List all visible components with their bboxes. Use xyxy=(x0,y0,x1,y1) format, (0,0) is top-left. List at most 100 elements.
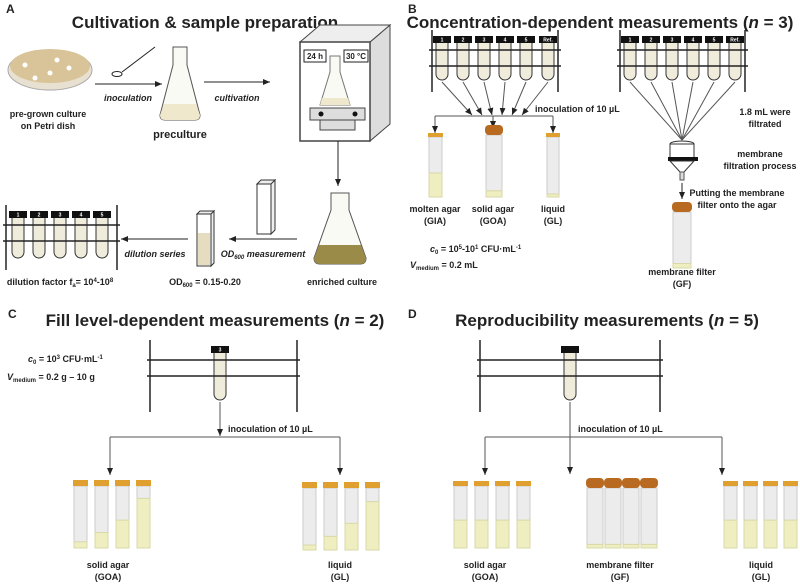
vial-fill xyxy=(94,532,109,549)
tube-number: Ref. xyxy=(730,38,740,44)
vial-cap xyxy=(323,482,338,488)
tube-number: 2 xyxy=(462,38,465,44)
filtrated-label-2: filtrated xyxy=(748,119,781,129)
vial-cap xyxy=(763,481,778,486)
vial-tube xyxy=(672,211,692,269)
gl-label-name: liquid xyxy=(328,560,352,570)
test-tube xyxy=(74,216,88,259)
tube-number: 4 xyxy=(80,213,83,219)
vial-cap xyxy=(586,478,604,488)
vial-fill xyxy=(495,519,510,549)
incubator-time: 24 h xyxy=(307,52,323,61)
panel-b-tubes xyxy=(428,125,692,269)
panel-c-letter: C xyxy=(8,307,17,321)
vial-fill xyxy=(546,193,560,198)
test-tube xyxy=(456,41,470,81)
vial-fill xyxy=(365,501,380,551)
test-tube xyxy=(95,216,109,259)
vial-fill xyxy=(302,544,317,551)
panel-c: C Fill level-dependent measurements (n =… xyxy=(7,307,384,582)
tube-cap xyxy=(93,211,111,218)
tube-number: 2 xyxy=(38,213,41,219)
tube-number: 5 xyxy=(713,38,716,44)
test-tube xyxy=(11,216,25,259)
vial-cap xyxy=(723,481,738,486)
cultivation-label: cultivation xyxy=(214,93,260,103)
test-tube xyxy=(707,41,721,81)
inoculation-label: inoculation xyxy=(104,93,152,103)
vial-tube xyxy=(604,487,622,549)
single-tube-rack xyxy=(477,340,725,475)
tube-cap xyxy=(9,211,27,218)
panel-b-inoculation-label: inoculation of 10 µL xyxy=(535,104,620,114)
connector-line xyxy=(681,81,715,141)
tube-cap xyxy=(30,211,48,218)
filtrated-label-1: 1.8 mL were xyxy=(739,107,790,117)
vial-fill xyxy=(783,519,798,549)
single-tube-rack: 3 xyxy=(107,340,343,475)
vial-fill xyxy=(763,519,778,549)
gf-label-code: (GF) xyxy=(611,572,630,582)
preculture-flask-icon xyxy=(159,46,201,121)
tube-cap xyxy=(705,36,723,43)
incubator-temp: 30 °C xyxy=(346,52,366,61)
tube-cap xyxy=(496,36,514,43)
vial-cap xyxy=(516,481,531,486)
tube-cap xyxy=(454,36,472,43)
inoculation-loop-icon xyxy=(111,46,156,77)
tube-number: 1 xyxy=(17,213,20,219)
tube-number: 3 xyxy=(219,348,222,354)
tube-cap xyxy=(72,211,90,218)
incubator-icon xyxy=(298,23,392,143)
panel-c-c0: c0 = 103 CFU·mL-1 xyxy=(28,354,103,366)
tube-number: 5 xyxy=(101,213,104,219)
panel-d-letter: D xyxy=(408,307,417,321)
connector-line xyxy=(650,81,683,141)
vial-fill xyxy=(485,190,503,198)
test-tube xyxy=(435,41,449,81)
vial-fill xyxy=(115,519,130,549)
petri-dish-icon xyxy=(7,49,93,91)
vial-fill xyxy=(516,519,531,549)
test-tube xyxy=(498,41,512,81)
tube-number: 3 xyxy=(59,213,62,219)
vial-fill xyxy=(743,519,758,549)
vial-cap xyxy=(453,481,468,486)
vial-cap xyxy=(672,202,692,212)
vial-cap xyxy=(640,478,658,488)
vial-cap xyxy=(495,481,510,486)
tube-number: 3 xyxy=(483,38,486,44)
putting-label-1: Putting the membrane xyxy=(689,188,784,198)
panel-d: D Reproducibility measurements (n = 5) i… xyxy=(408,307,798,582)
vial-cap xyxy=(546,133,560,137)
panel-b-letter: B xyxy=(408,2,417,16)
goa-label-name: solid agar xyxy=(464,560,507,570)
panel-b-title: Concentration-dependent measurements (n … xyxy=(407,13,794,32)
vial-tube xyxy=(302,487,317,551)
tube-cap xyxy=(475,36,493,43)
arrow xyxy=(511,81,527,116)
tube-number: 1 xyxy=(629,38,632,44)
panel-c-title: Fill level-dependent measurements (n = 2… xyxy=(46,311,385,330)
tube-number: 1 xyxy=(441,38,444,44)
filter-label-2: (GF) xyxy=(673,279,692,289)
filtration-label-1: membrane xyxy=(737,149,783,159)
test-tube xyxy=(32,216,46,259)
goa-label-code: (GOA) xyxy=(472,572,499,582)
test-tube xyxy=(665,41,679,81)
vial-fill xyxy=(323,535,338,551)
vial-fill xyxy=(622,543,640,549)
vial-fill xyxy=(73,541,88,549)
vial-cap xyxy=(115,480,130,486)
dilution-rack: 1 2 3 4 5 xyxy=(3,205,120,270)
vial-tube xyxy=(640,487,658,549)
od-value-label: OD600 = 0.15-0.20 xyxy=(169,277,241,289)
goa-label-name: solid agar xyxy=(87,560,130,570)
tube-cap xyxy=(539,36,557,43)
tube-number: 4 xyxy=(692,38,695,44)
tube-cap xyxy=(561,346,579,353)
tube-cap xyxy=(51,211,69,218)
goa-label-code: (GOA) xyxy=(95,572,122,582)
